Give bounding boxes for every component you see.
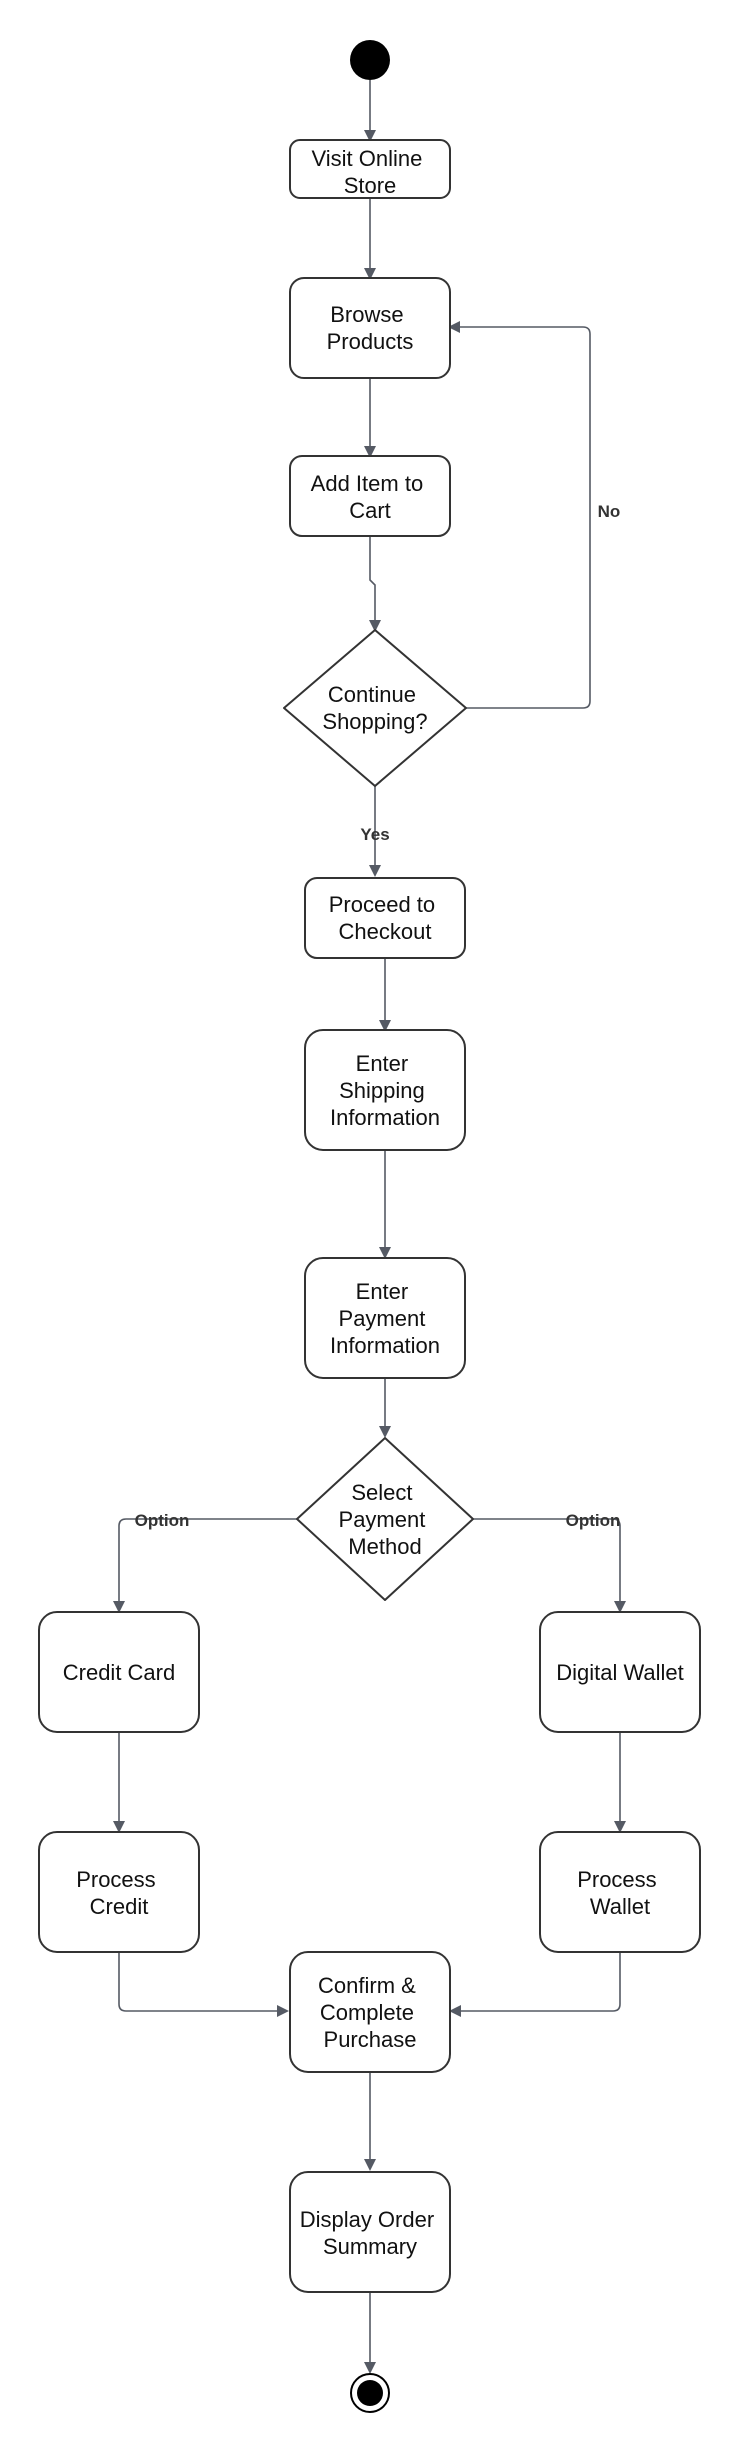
edge-method-to-credit bbox=[113, 1518, 297, 1613]
edge-no-loop bbox=[448, 321, 591, 709]
svg-text:Proceed to Checkout: Proceed to Checkout bbox=[329, 892, 442, 944]
node-process-wallet: Process Wallet bbox=[539, 1831, 701, 1953]
edges bbox=[113, 80, 626, 2374]
svg-text:Enter Payment Info: Enter Payment Information bbox=[330, 1279, 440, 1358]
decision-select-payment-method: Select Payment Method bbox=[296, 1437, 474, 1601]
edge-label-option-left: Option bbox=[135, 1511, 190, 1530]
svg-text:Continue Shopping?: Continue Shopping? bbox=[322, 682, 427, 734]
edge-method-to-wallet bbox=[473, 1518, 626, 1613]
node-confirm-complete-purchase: Confirm & Complete Purchase bbox=[289, 1951, 451, 2073]
node-proceed-to-checkout: Proceed to Checkout bbox=[304, 877, 466, 959]
svg-text:Select Payment Met: Select Payment Method bbox=[339, 1480, 432, 1559]
svg-text:Credit Card: Credit Card bbox=[63, 1660, 175, 1685]
svg-text:Display Order Summary: Display Order Summary bbox=[300, 2207, 441, 2259]
svg-text:Process Credit: Process Credit bbox=[76, 1867, 162, 1919]
edge-label-option-right: Option bbox=[566, 1511, 621, 1530]
node-digital-wallet: Digital Wallet bbox=[539, 1611, 701, 1733]
svg-text:Enter Shipping Inf: Enter Shipping Information bbox=[330, 1051, 440, 1130]
node-enter-shipping-information: Enter Shipping Information bbox=[304, 1029, 466, 1151]
svg-text:Browse Products: Browse Products bbox=[327, 302, 414, 354]
edge-add-to-decision bbox=[369, 536, 381, 632]
decision-continue-shopping: Continue Shopping? bbox=[283, 629, 467, 787]
edge-labels: No Yes Option Option bbox=[135, 502, 621, 1530]
node-visit-online-store: Visit Online Store bbox=[289, 139, 451, 199]
edge-credit-to-confirm bbox=[118, 1952, 289, 2017]
svg-text:Add Item to Cart: Add Item to Cart bbox=[311, 471, 430, 523]
end-node bbox=[350, 2373, 390, 2413]
edge-wallet-to-confirm bbox=[449, 1952, 621, 2017]
edge-label-no: No bbox=[598, 502, 621, 521]
svg-text:Process Wallet: Process Wallet bbox=[577, 1867, 663, 1919]
node-enter-payment-information: Enter Payment Information bbox=[304, 1257, 466, 1379]
start-node bbox=[350, 40, 390, 80]
node-credit-card: Credit Card bbox=[38, 1611, 200, 1733]
node-browse-products: Browse Products bbox=[289, 277, 451, 379]
svg-text:Visit Online Store: Visit Online Store bbox=[312, 146, 429, 198]
svg-text:Digital Wallet: Digital Wallet bbox=[556, 1660, 684, 1685]
svg-text:Confirm & Complete: Confirm & Complete Purchase bbox=[318, 1973, 422, 2052]
node-display-order-summary: Display Order Summary bbox=[289, 2171, 451, 2293]
edge-label-yes: Yes bbox=[360, 825, 389, 844]
node-add-item-to-cart: Add Item to Cart bbox=[289, 455, 451, 537]
node-process-credit: Process Credit bbox=[38, 1831, 200, 1953]
